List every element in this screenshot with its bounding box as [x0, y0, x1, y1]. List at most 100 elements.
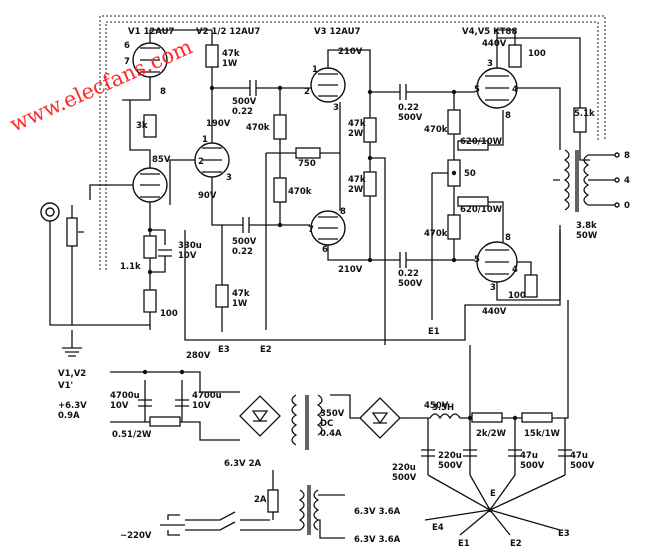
label-v2: V2 1/2 12AU7 [196, 27, 260, 37]
mains-transformer [298, 485, 320, 535]
resistor-label: 100 [508, 291, 526, 301]
supply-label-heater2: 6.3V 3.6A [354, 507, 401, 517]
input-jack [40, 202, 150, 326]
tube-pin-number: 7 [308, 225, 314, 235]
resistor-label: 620/10W [460, 205, 503, 215]
node-label: E3 [218, 345, 230, 355]
resistor-label: 2k/2W [476, 429, 507, 439]
resistor-label: 100 [528, 49, 546, 59]
bridge-rectifier-low [239, 395, 281, 437]
output-tap-labels: 840 [624, 151, 630, 211]
tube-pin-number: 6 [322, 245, 328, 255]
tube-pin-number: 8 [340, 207, 346, 217]
tube-pin-number: 5 [474, 255, 480, 265]
output-transformer [563, 149, 620, 212]
resistor-47k-2w-upper [363, 117, 377, 143]
tube-pin-number: 5 [474, 85, 480, 95]
voltage-label: 90V [198, 191, 217, 201]
resistor-label: 470k [424, 229, 448, 239]
tube-v1-lower [132, 167, 168, 203]
resistor-470k-grid2 [273, 177, 287, 203]
resistor-470k-bias-upper [447, 109, 461, 135]
node-label: E3 [558, 529, 570, 539]
fuse-2a [267, 489, 279, 513]
bridge-rectifier-high [359, 397, 401, 439]
resistor-47k-1w-v2 [205, 44, 219, 68]
resistor-label: 620/10W [460, 137, 503, 147]
watermark-text: www.elecfans.com [6, 34, 196, 136]
resistor-label: 0.51/2W [112, 430, 152, 440]
supply-label-v12: V1,V2 [58, 369, 86, 379]
tube-v1-upper [132, 42, 168, 78]
resistor-750 [295, 147, 321, 159]
tube-pin-number: 3 [226, 173, 232, 183]
tube-pin-number: 3 [333, 103, 339, 113]
voltage-label: 210V [338, 265, 363, 275]
supply-label-v1p: V1' [58, 381, 73, 391]
tube-pin-number: 8 [505, 111, 511, 121]
resistor-label: 470k [288, 187, 312, 197]
tube-v5 [476, 241, 518, 283]
tube-pin-number: 1 [312, 65, 318, 75]
voltage-label: 85V [152, 155, 171, 165]
tube-pin-number: 2 [304, 87, 310, 97]
resistor-3k [143, 114, 157, 138]
resistor-100-v4 [508, 44, 522, 68]
voltage-label: 280V [186, 351, 211, 361]
tube-v4 [476, 67, 518, 109]
resistor-label: 5.1k [574, 109, 595, 119]
tube-pin-number: 4 [512, 85, 518, 95]
output-tap-label: 0 [624, 201, 630, 211]
tube-pin-number: 4 [512, 265, 518, 275]
resistor-label: 1.1k [120, 262, 141, 272]
voltage-label: 440V [482, 39, 507, 49]
resistor-label: 50 [464, 169, 476, 179]
resistor-470k-bias-lower [447, 214, 461, 240]
label-v1: V1 12AU7 [128, 27, 174, 37]
label-v3: V3 12AU7 [314, 27, 360, 37]
node-label: E4 [432, 523, 444, 533]
tube-pin-number: 3 [487, 59, 493, 69]
voltage-label: 190V [206, 119, 231, 129]
heater-transformer [291, 394, 323, 450]
voltage-label: 450V [424, 401, 449, 411]
resistor-label: 3k [136, 121, 148, 131]
resistor-15k [521, 412, 553, 423]
supply-label-choke: 3.5H [432, 403, 454, 413]
supply-label-fuse: 2A [254, 495, 267, 505]
resistor-47k-1w-cathode [215, 284, 229, 308]
resistor-label: 15k/1W [524, 429, 561, 439]
node-label: E2 [260, 345, 272, 355]
tube-pin-number: 8 [160, 87, 166, 97]
tube-pin-number: 3 [490, 283, 496, 293]
voltage-label: 440V [482, 307, 507, 317]
tube-pin-number: 7 [124, 57, 130, 67]
resistor-2k [471, 412, 503, 423]
resistor-100-cathode [143, 289, 157, 313]
output-tap-label: 4 [624, 176, 630, 186]
supply-label-mains: ~220V [120, 531, 152, 541]
mains-plug [160, 514, 185, 536]
node-label: E [490, 489, 496, 499]
voltage-label: 210V [338, 47, 363, 57]
tube-pin-number: 6 [124, 41, 130, 51]
input-potentiometer [66, 217, 78, 247]
